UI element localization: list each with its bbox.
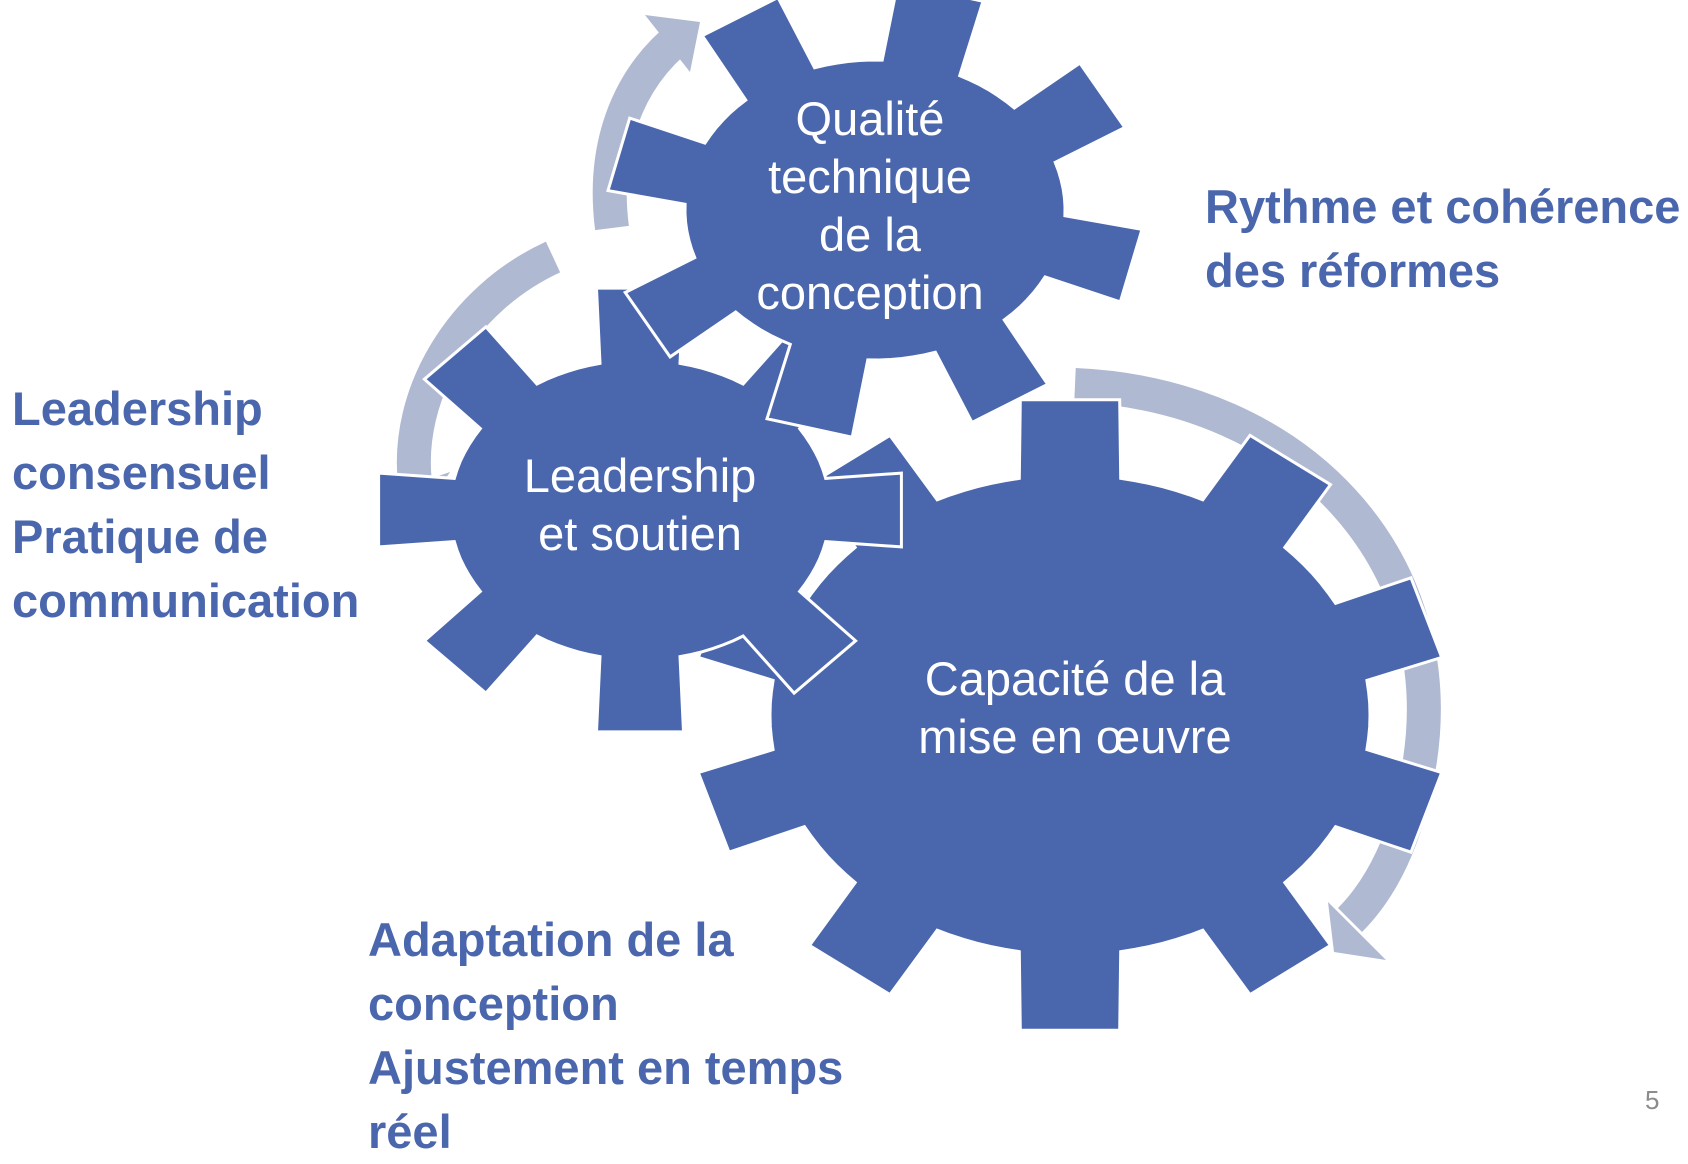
- page-number: 5: [1645, 1085, 1660, 1115]
- label-adaptation-line: réel: [368, 1105, 452, 1158]
- gear-capacity-label: Capacité de la mise en œuvre: [875, 650, 1275, 766]
- gear-leadership-label: Leadership et soutien: [505, 447, 775, 563]
- gear-quality: [606, 0, 1144, 439]
- gear-capacity-line: mise en œuvre: [918, 710, 1232, 763]
- gear-quality-line: de la: [819, 208, 921, 261]
- gear-quality-label: Qualité technique de la conception: [720, 90, 1020, 322]
- label-leadership-practice: Leadership consensuel Pratique de commun…: [12, 377, 359, 633]
- label-adaptation-line: conception: [368, 977, 619, 1030]
- gear-capacity-line: Capacité de la: [924, 652, 1226, 705]
- label-adaptation: Adaptation de la conception Ajustement e…: [368, 908, 843, 1164]
- label-adaptation-line: Ajustement en temps: [368, 1041, 844, 1094]
- gear-leadership: [377, 286, 903, 734]
- arrow-top-left: [592, 15, 700, 231]
- label-adaptation-line: Adaptation de la: [368, 913, 734, 966]
- gear-quality-line: Qualité: [795, 92, 945, 145]
- label-leadership-practice-line: communication: [12, 574, 360, 627]
- gear-leadership-shape: [377, 286, 903, 734]
- gear-leadership-line: et soutien: [538, 507, 742, 560]
- label-rhythm-line: Rythme et cohérence: [1205, 180, 1681, 233]
- gear-leadership-line: Leadership: [523, 449, 757, 502]
- label-leadership-practice-line: consensuel: [12, 446, 271, 499]
- label-leadership-practice-line: Leadership: [12, 382, 263, 435]
- label-rhythm-line: des réformes: [1205, 244, 1501, 297]
- label-rhythm: Rythme et cohérence des réformes: [1205, 175, 1680, 303]
- label-leadership-practice-line: Pratique de: [12, 510, 268, 563]
- gear-quality-line: conception: [756, 266, 984, 319]
- gear-quality-shape: [606, 0, 1144, 439]
- gear-quality-line: technique: [768, 150, 972, 203]
